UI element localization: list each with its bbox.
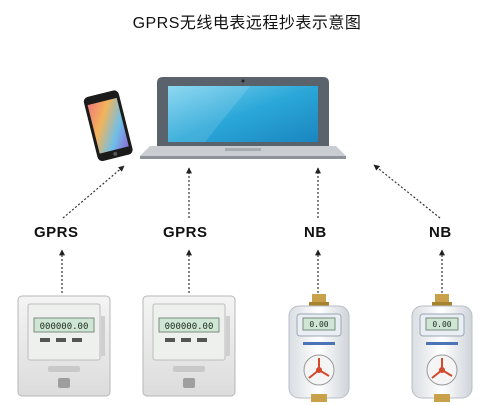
electric-meter-2: 000000.00 [142,295,236,397]
arrow-4 [373,164,441,219]
water-meter-2-display: 0.00 [432,320,451,329]
water-meter-2: 0.00 [411,294,473,402]
water-meter-1-display: 0.00 [309,320,328,329]
meter-1-display: 000000.00 [40,322,89,332]
arrow-1 [62,165,125,219]
smartphone-icon [83,90,133,162]
laptop-icon [140,77,346,159]
link-label-nb-2: NB [429,224,452,241]
water-meter-1: 0.00 [288,294,350,402]
electric-meter-1: 000000.00 [17,295,111,397]
meter-2-display: 000000.00 [165,322,214,332]
diagram-title: GPRS无线电表远程抄表示意图 [132,15,362,32]
link-label-gprs-2: GPRS [163,224,208,241]
link-label-nb-1: NB [304,224,327,241]
link-label-gprs-1: GPRS [34,224,79,241]
